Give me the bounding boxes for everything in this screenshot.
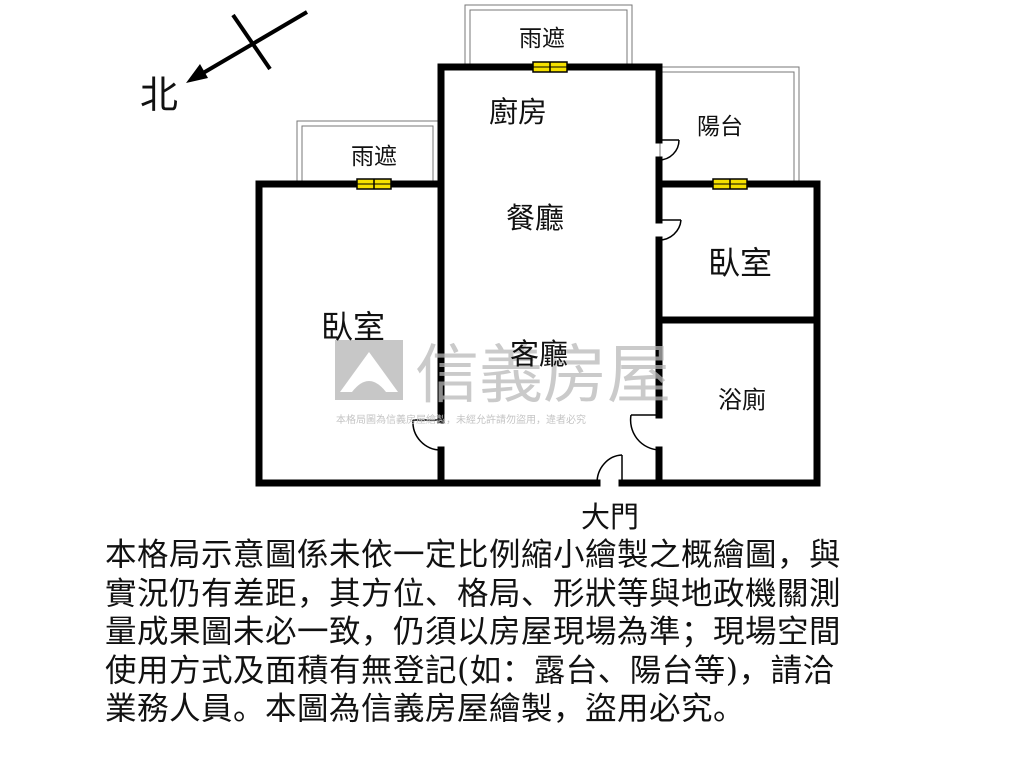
kitchen-label: 廚房: [489, 95, 547, 129]
bedroom-left-door: [412, 419, 442, 451]
balcony-label: 陽台: [697, 114, 743, 140]
window-right-bedroom: [712, 178, 748, 190]
canopy-left-label: 雨遮: [351, 144, 397, 170]
disclaimer-line: 業務人員。本圖為信義房屋繪製，盜用必究。: [105, 691, 746, 727]
window-top: [532, 61, 568, 73]
disclaimer-line: 本格局示意圖係未依一定比例縮小繪製之概繪圖，與: [105, 537, 842, 573]
bathroom-door: [629, 414, 660, 451]
disclaimer-line: 使用方式及面積有無登記(如：露台、陽台等)，請洽: [105, 652, 835, 689]
canopy-top-label: 雨遮: [519, 26, 565, 52]
bedroom-right-door: [658, 219, 682, 241]
watermark-brand: 信義房屋: [415, 339, 671, 413]
main-door: [596, 454, 623, 484]
disclaimer-line: 實況仍有差距，其方位、格局、形狀等與地政機關測: [105, 575, 842, 612]
disclaimer-text: 本格局示意圖係未依一定比例縮小繪製之概繪圖，與 實況仍有差距，其方位、格局、形狀…: [105, 536, 935, 729]
living-room-label: 客廳: [510, 337, 568, 371]
compass-north-label: 北: [140, 73, 178, 117]
main-door-label: 大門: [581, 500, 639, 534]
bedroom-left-label: 臥室: [321, 308, 385, 346]
balcony-door: [658, 139, 680, 161]
disclaimer-line: 量成果圖未必一致，仍須以房屋現場為準；現場空間: [105, 614, 842, 650]
watermark-notice: 本格局圖為信義房屋繪製，未經允許請勿盜用，違者必究: [336, 413, 586, 426]
brand-logo-icon: [335, 340, 403, 400]
north-compass-icon: [186, 10, 309, 83]
bathroom-label: 浴廁: [718, 386, 766, 414]
window-left-bedroom: [356, 178, 392, 190]
bedroom-right-label: 臥室: [708, 244, 772, 282]
walls: [255, 63, 821, 487]
dining-label: 餐廳: [506, 201, 564, 235]
